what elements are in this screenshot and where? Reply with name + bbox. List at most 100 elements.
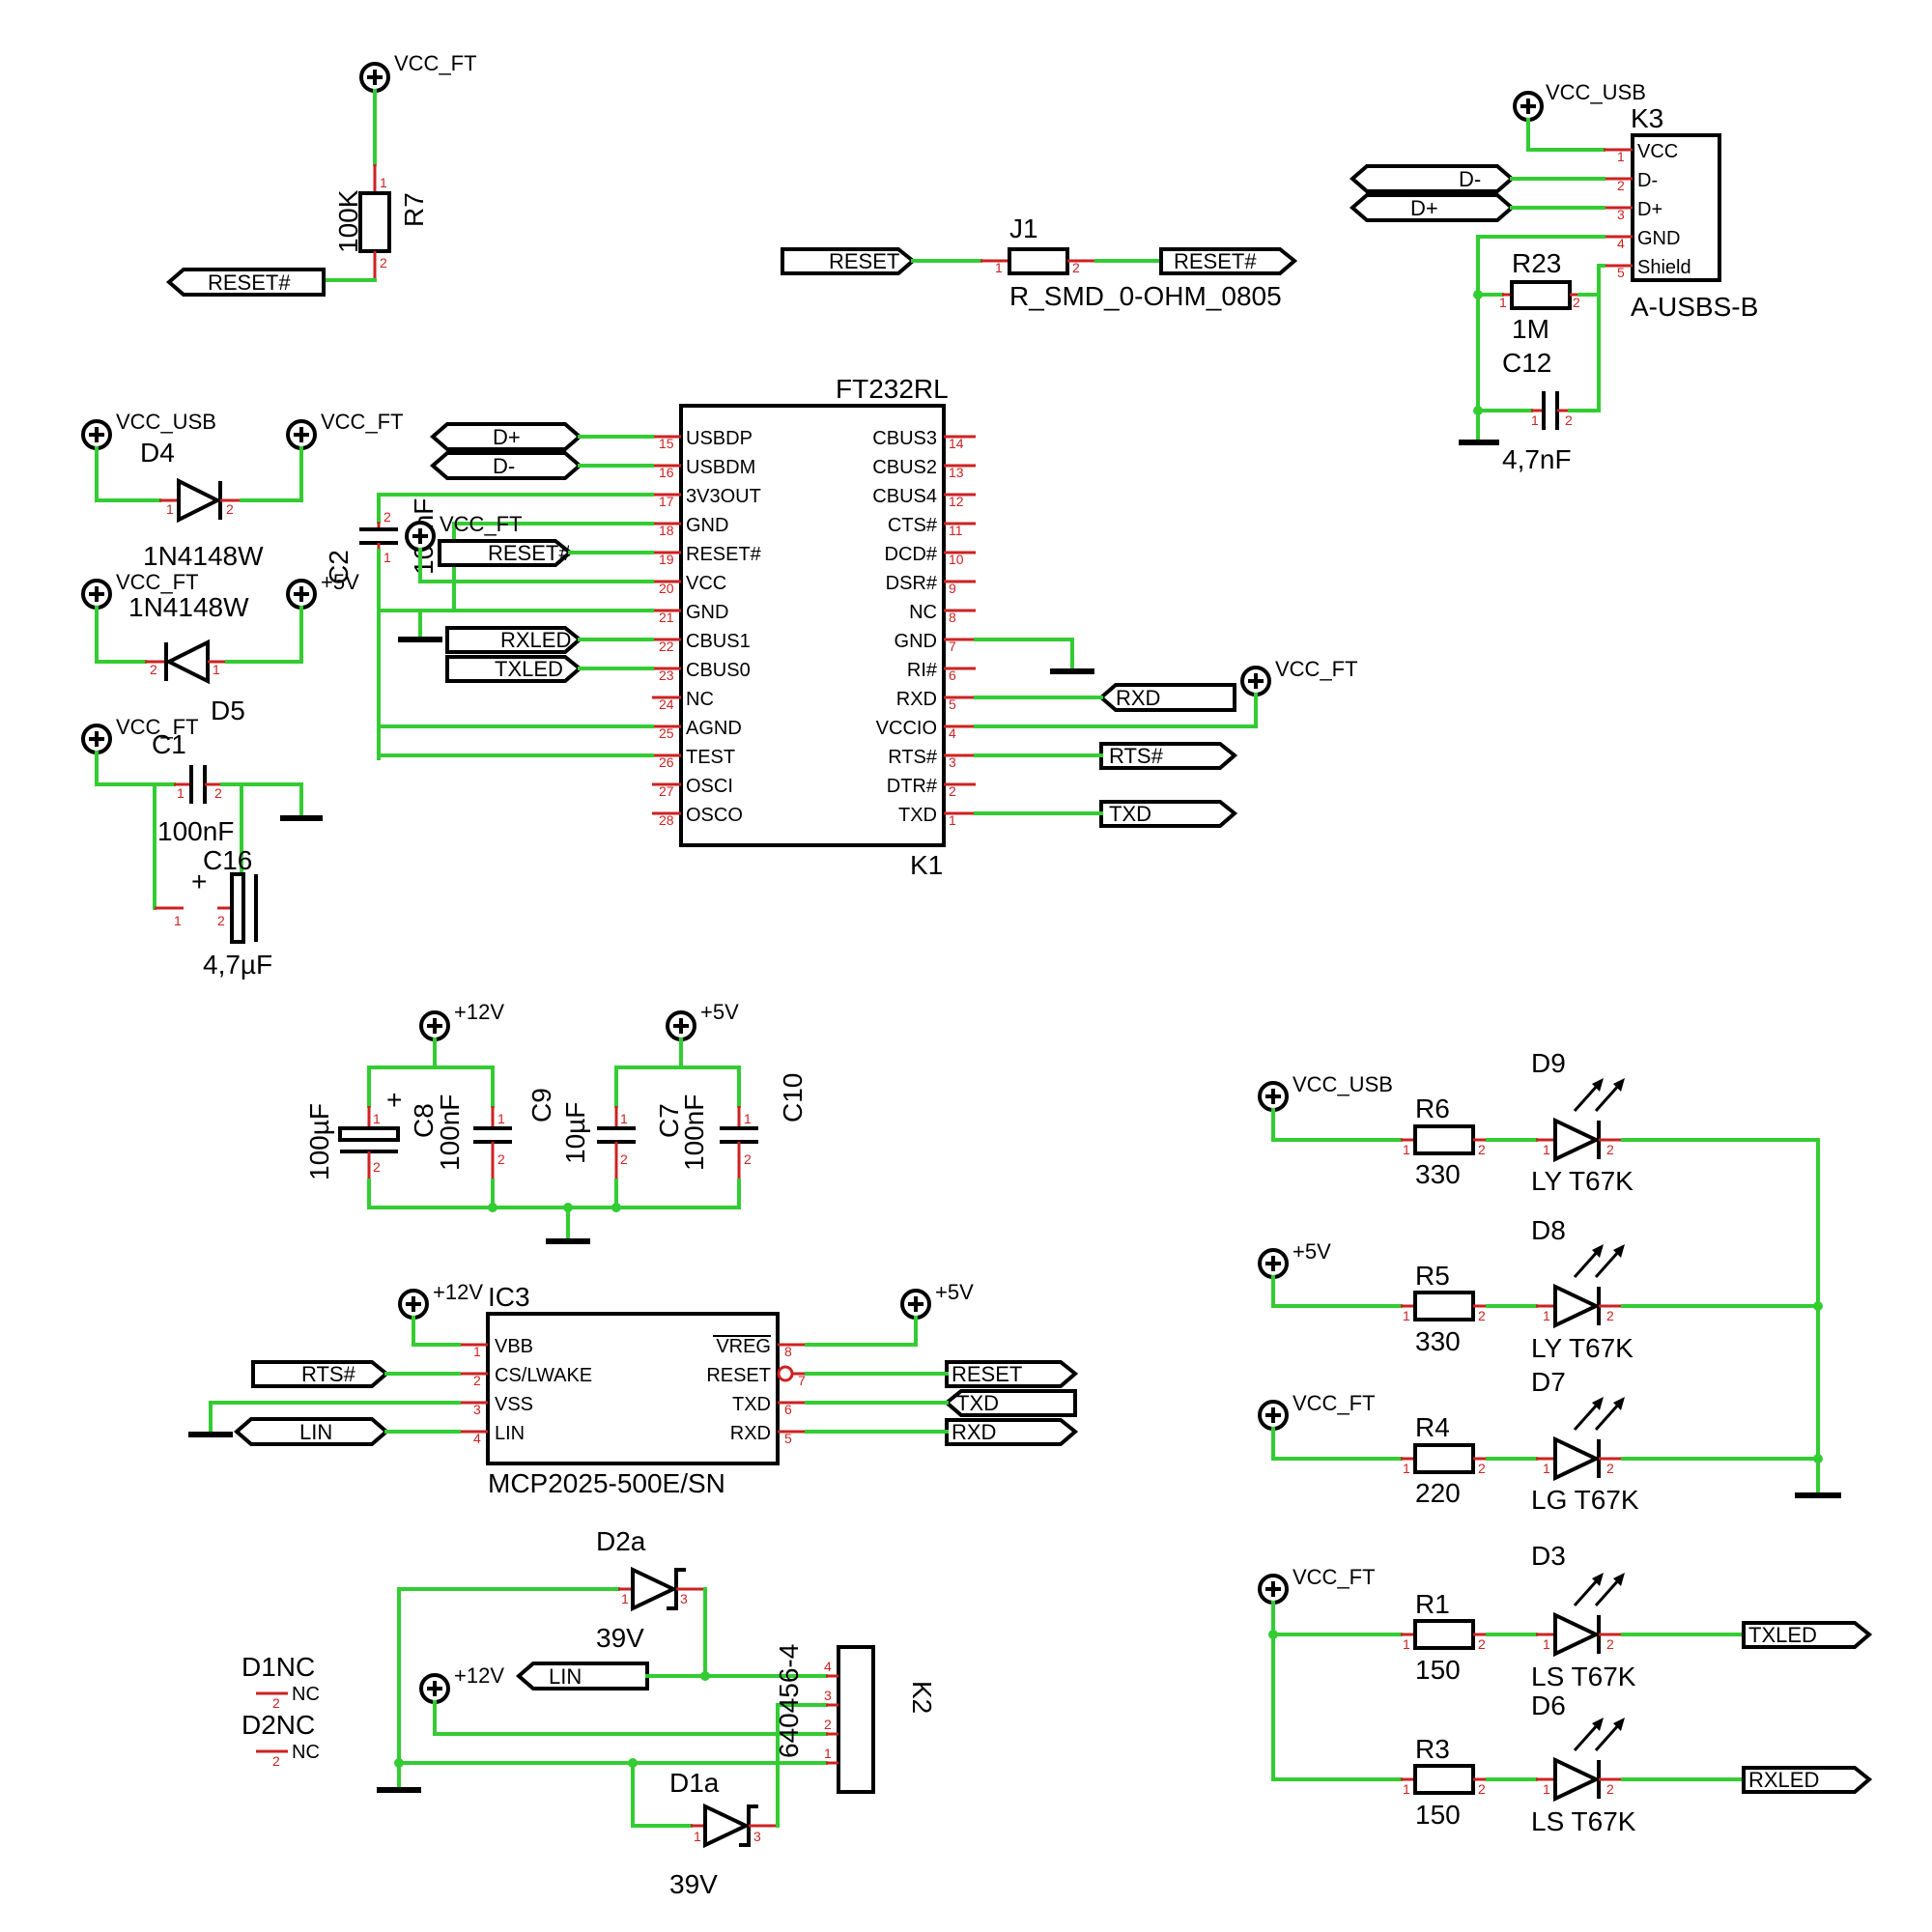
svg-text:6: 6 [784,1402,792,1417]
svg-text:1: 1 [473,1344,481,1359]
r5-name: R5 [1415,1261,1450,1291]
svg-text:3: 3 [1617,207,1625,222]
c16-value: 4,7µF [203,950,272,980]
reset-n-port-k1 [438,539,574,567]
svg-text:5: 5 [949,696,956,712]
svg-text:RXD: RXD [730,1423,771,1444]
svg-text:VCC_FT: VCC_FT [1293,1391,1376,1415]
c8-name: C8 [409,1103,439,1138]
svg-text:RTS#: RTS# [888,747,938,768]
c12-value: 4,7nF [1502,444,1572,474]
svg-text:+5V: +5V [700,1000,739,1024]
svg-text:VCC_FT: VCC_FT [1275,657,1358,681]
vcc-ft-label: VCC_FT [394,51,477,75]
plus12v-supply-ic3 [398,1289,429,1320]
svg-text:+12V: +12V [433,1280,483,1304]
svg-text:12: 12 [949,494,964,509]
svg-text:9: 9 [949,581,956,596]
j1-block: RESET 1 2 RESET# J1 R_SMD_0-OHM_0805 [781,213,1298,311]
svg-text:+: + [386,1085,402,1115]
svg-text:2: 2 [1606,1636,1614,1652]
txd-port-ic3 [943,1389,1077,1417]
svg-text:8: 8 [784,1344,792,1359]
k2-connector [837,1645,875,1794]
svg-text:10: 10 [949,552,964,567]
r3-value: 150 [1415,1800,1461,1830]
svg-text:1: 1 [1543,1308,1550,1323]
led-block: VCC_USB 1 2 R6 330 1 2 D9 LY T67K +5V 1 … [1258,1048,1873,1836]
svg-text:20: 20 [659,581,674,596]
svg-text:NC: NC [292,1684,320,1705]
svg-text:LIN: LIN [299,1420,332,1444]
svg-text:RESET: RESET [952,1362,1022,1386]
d7-led [1553,1435,1601,1482]
svg-text:TXD: TXD [956,1391,999,1415]
svg-text:RESET#: RESET# [208,270,291,295]
r3-name: R3 [1415,1734,1450,1764]
c2-name: C2 [324,550,354,584]
svg-text:1: 1 [694,1829,701,1844]
svg-text:1: 1 [1617,149,1625,164]
reset-n-port-j1 [1159,247,1298,275]
svg-text:2: 2 [1606,1308,1614,1323]
svg-text:LIN: LIN [495,1423,525,1444]
svg-text:2: 2 [1617,178,1625,193]
d3-led [1553,1611,1601,1658]
svg-text:CBUS2: CBUS2 [872,457,937,478]
k2-block: 1 3 D2a 39V LIN +12V 1 3 D1a [242,1526,937,1899]
vcc-ft-supply-d4 [286,419,317,450]
rxled-port-led [1742,1766,1873,1794]
svg-text:3: 3 [949,754,956,770]
k3-connector [1631,133,1721,282]
svg-text:2: 2 [272,1753,280,1769]
svg-text:RESET#: RESET# [686,544,762,565]
c9-name: C9 [526,1088,556,1122]
svg-text:2: 2 [824,1717,832,1732]
svg-text:LIN: LIN [549,1664,582,1689]
svg-text:+5V: +5V [321,570,359,594]
svg-text:RTS#: RTS# [1109,744,1164,768]
svg-text:7: 7 [949,639,956,654]
svg-text:2: 2 [1606,1461,1614,1476]
d5-name: D5 [211,696,245,725]
svg-text:TXLED: TXLED [1748,1623,1817,1647]
svg-text:CBUS4: CBUS4 [872,486,937,507]
svg-text:GND: GND [686,602,728,623]
svg-text:RESET#: RESET# [1174,249,1257,273]
svg-text:2: 2 [1072,260,1080,275]
r1-name: R1 [1415,1589,1450,1619]
svg-text:1: 1 [824,1746,832,1761]
svg-text:VREG: VREG [716,1336,771,1357]
svg-text:DCD#: DCD# [885,544,938,565]
svg-text:5: 5 [784,1431,792,1446]
reset-port-ic3 [945,1360,1079,1388]
svg-text:1: 1 [166,501,174,517]
svg-text:TXD: TXD [1109,802,1151,826]
svg-text:3: 3 [473,1402,481,1417]
svg-text:14: 14 [949,436,964,451]
svg-text:VCC: VCC [1637,141,1678,162]
d9-value: LY T67K [1531,1166,1634,1196]
svg-text:2: 2 [1478,1781,1486,1797]
svg-text:GND: GND [1637,228,1680,249]
d8-value: LY T67K [1531,1333,1634,1363]
k3-usb-block: VCC_USB K3 A-USBS-B 1 2 3 4 5 VCC D- D+ … [1349,80,1758,474]
decoupling-block: +12V +5V 1 2 + 100µF C8 1 2 100nF C9 1 [304,1000,808,1244]
svg-text:VCC_USB: VCC_USB [1546,80,1646,104]
c9-value: 100nF [435,1094,465,1171]
svg-text:3: 3 [680,1591,688,1606]
r4-value: 220 [1415,1478,1461,1508]
r23-name: R23 [1512,248,1561,278]
svg-text:D-: D- [1459,167,1481,191]
svg-text:2: 2 [1573,295,1580,310]
r6-resistor [1413,1124,1475,1155]
d1a-name: D1a [669,1768,720,1798]
svg-text:2: 2 [1606,1781,1614,1797]
svg-text:28: 28 [659,812,674,828]
vcc-usb-supply-led [1258,1081,1289,1112]
r5-value: 330 [1415,1326,1461,1356]
svg-text:4: 4 [473,1431,481,1446]
svg-text:3V3OUT: 3V3OUT [686,486,761,507]
svg-text:2: 2 [272,1695,280,1711]
svg-text:RXLED: RXLED [1748,1768,1819,1792]
